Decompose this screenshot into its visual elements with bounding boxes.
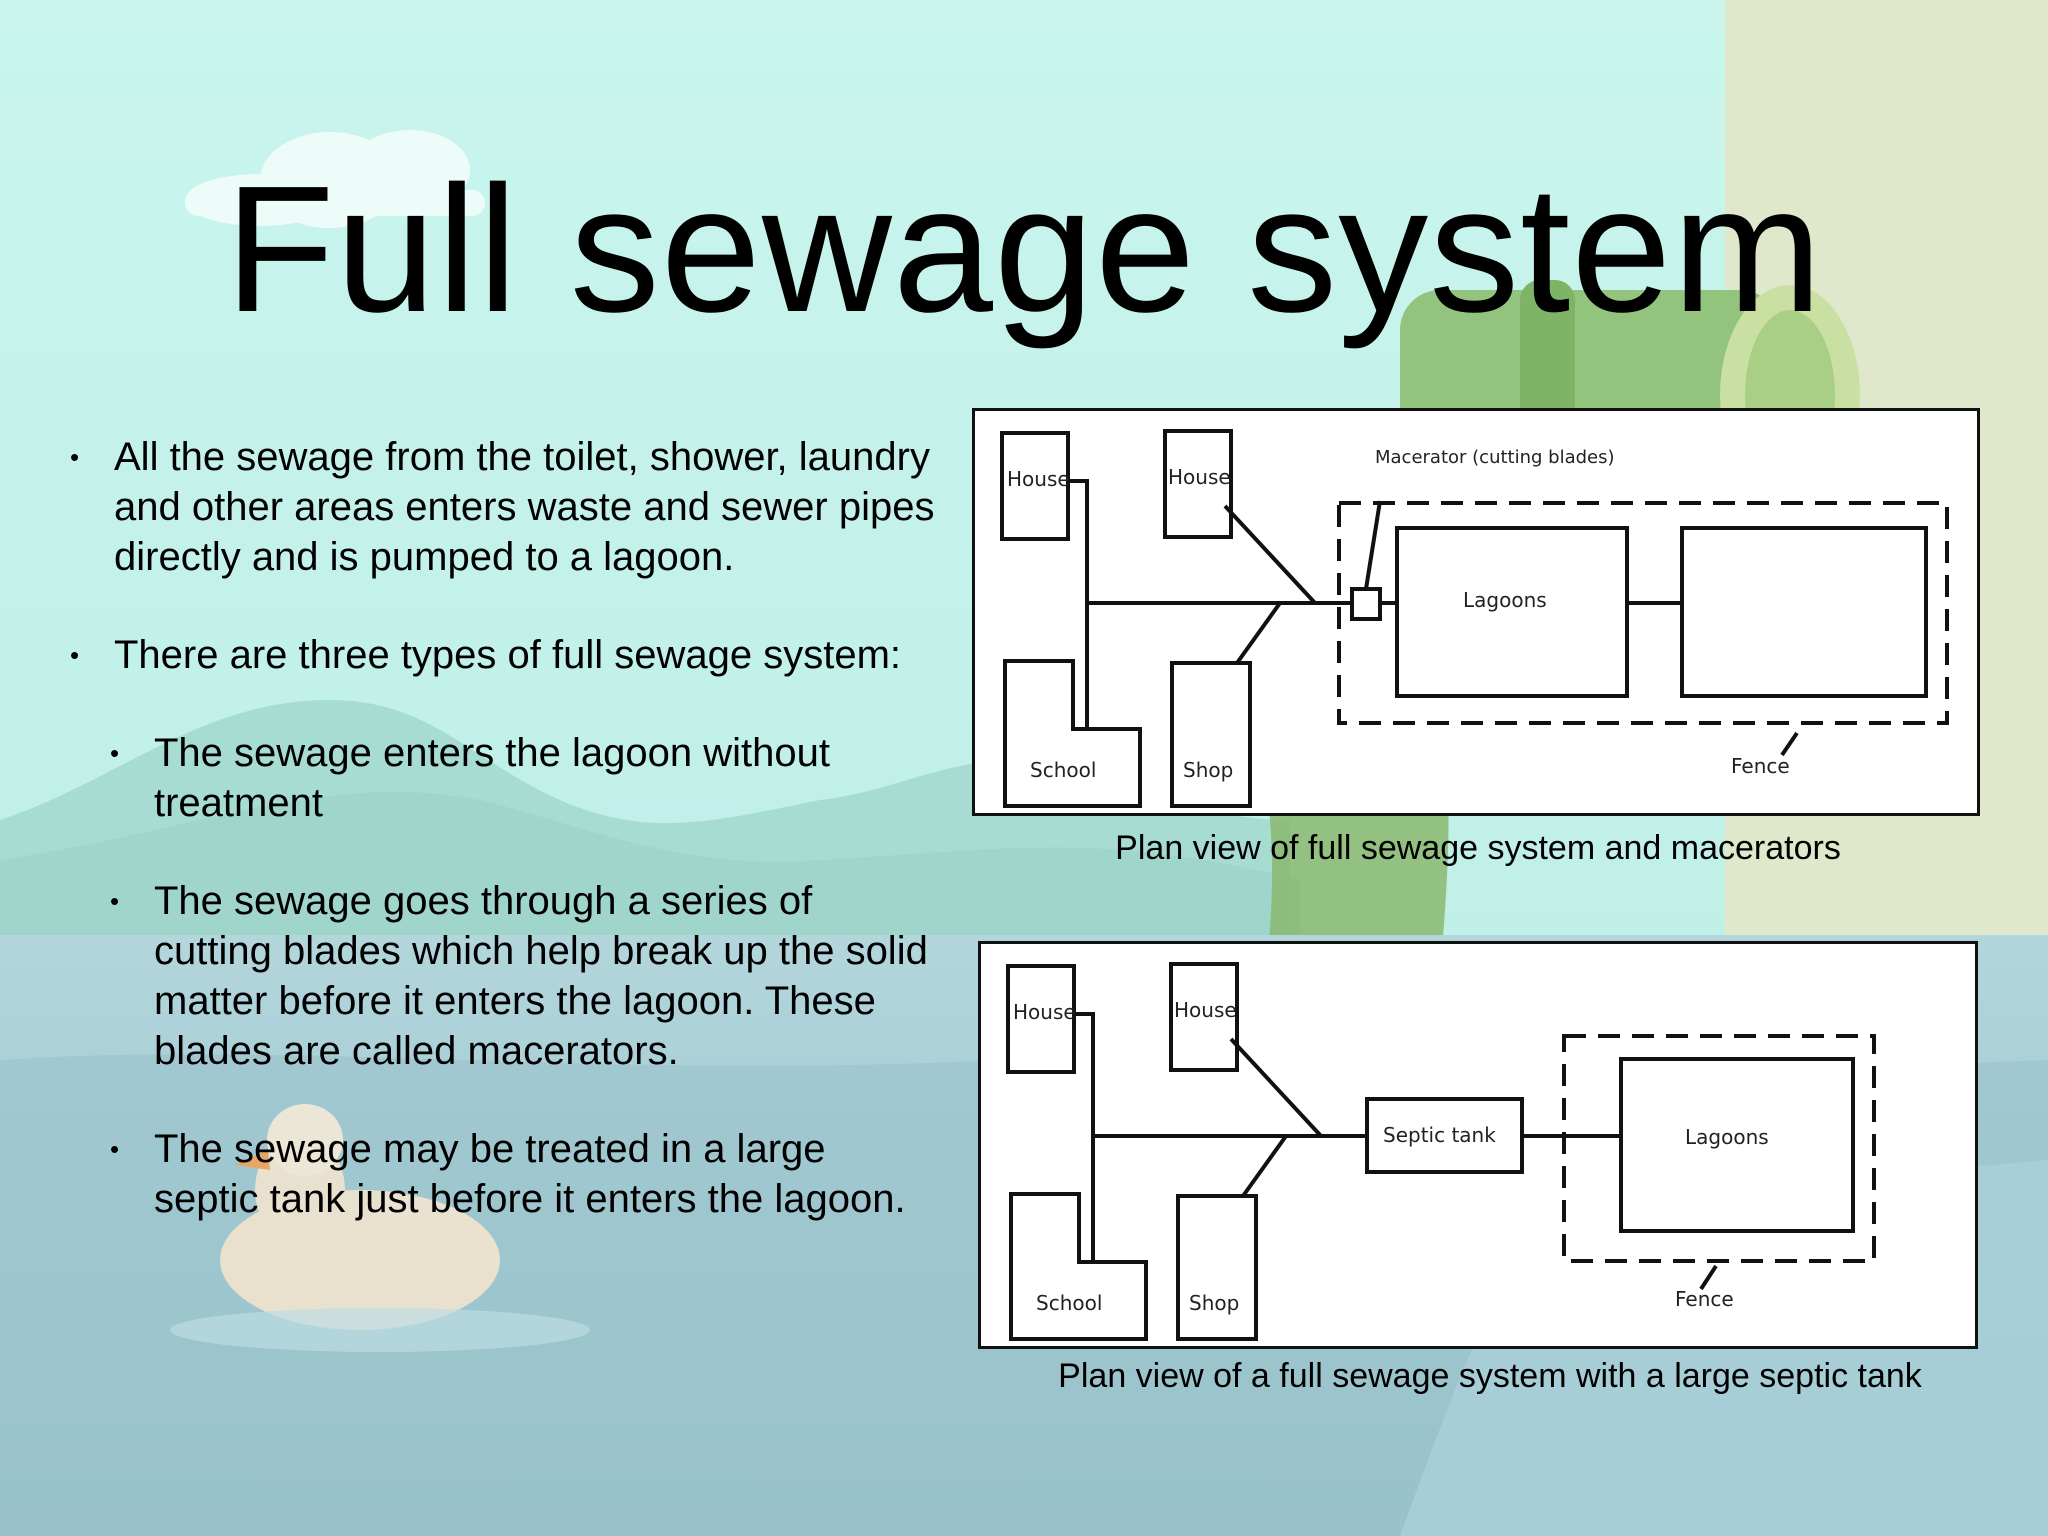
- bullet-item: There are three types of full sewage sys…: [70, 630, 964, 680]
- diagram-label-school: School: [1036, 1291, 1102, 1315]
- shop-box: [1176, 1194, 1258, 1341]
- diagram-caption: Plan view of a full sewage system with a…: [1058, 1357, 1922, 1395]
- fence-pointer: [1780, 731, 1799, 757]
- school-box: [1003, 659, 1142, 808]
- pipe-lines: [1074, 1012, 1367, 1260]
- diagram-septic-tank: House House Septic tank Lagoons School S…: [978, 941, 1978, 1349]
- cloud: [185, 130, 485, 228]
- fence-boundary: [1562, 1034, 1876, 1263]
- bullet-item: All the sewage from the toilet, shower, …: [70, 432, 964, 582]
- lagoon-box: [1395, 526, 1629, 698]
- diagram-label-shop: Shop: [1183, 758, 1233, 782]
- diagram-label-house: House: [1007, 467, 1070, 491]
- lagoon-box: [1680, 526, 1928, 698]
- macerator-pointer: [1364, 500, 1382, 590]
- diagram-caption: Plan view of full sewage system and mace…: [1115, 829, 1841, 867]
- diagram-label-lagoons: Lagoons: [1463, 588, 1547, 612]
- diagram-label-school: School: [1030, 758, 1096, 782]
- sub-bullet-item: The sewage may be treated in a large sep…: [110, 1124, 934, 1224]
- pipe-lines: [1068, 479, 1317, 727]
- sub-bullet-item: The sewage goes through a series of cutt…: [110, 876, 934, 1076]
- diagram-label-macerator: Macerator (cutting blades): [1375, 447, 1615, 468]
- diagram-label-house: House: [1168, 465, 1231, 489]
- house-box: [1000, 431, 1070, 541]
- diagram-label-house: House: [1174, 998, 1237, 1022]
- diagram-label-lagoons: Lagoons: [1685, 1125, 1769, 1149]
- sub-bullet-item: The sewage enters the lagoon without tre…: [110, 728, 934, 828]
- house-box: [1006, 964, 1076, 1074]
- fence-pointer: [1699, 1264, 1718, 1291]
- lagoon-box: [1619, 1057, 1855, 1233]
- diagram-label-shop: Shop: [1189, 1291, 1239, 1315]
- page-title: Full sewage system: [224, 149, 1824, 350]
- diagram-label-house: House: [1013, 1000, 1076, 1024]
- shop-box: [1170, 661, 1252, 808]
- diagram-macerators: House House Macerator (cutting blades) L…: [972, 408, 1980, 816]
- diagram-label-septic-tank: Septic tank: [1383, 1123, 1496, 1147]
- house-box: [1169, 962, 1239, 1072]
- macerator-box: [1350, 587, 1382, 621]
- fence-boundary: [1337, 501, 1949, 725]
- diagram-label-fence: Fence: [1731, 754, 1790, 778]
- house-box: [1163, 429, 1233, 539]
- school-box: [1009, 1192, 1148, 1341]
- diagram-label-fence: Fence: [1675, 1287, 1734, 1311]
- bullet-list: All the sewage from the toilet, shower, …: [70, 432, 935, 1272]
